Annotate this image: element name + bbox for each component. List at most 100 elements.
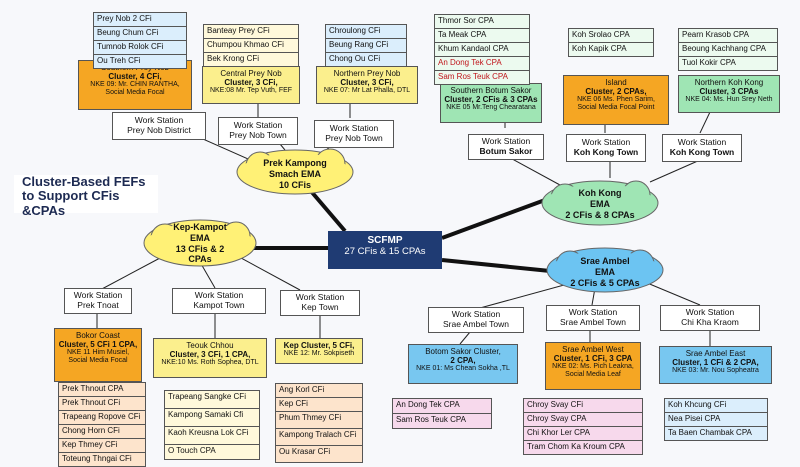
ws-label: Kampot Town xyxy=(193,300,245,310)
list-item: An Dong Tek CPA xyxy=(434,57,530,71)
cluster-name: Northern Koh Kong xyxy=(694,78,764,87)
list-item: Banteay Prey CFi xyxy=(203,24,299,39)
center-sub: 27 CFis & 15 CPAs xyxy=(344,246,426,257)
list-item: Prek Thnout CPA xyxy=(58,382,146,397)
cluster-northern-koh-kong: Northern Koh Kong Cluster, 3 CPAs NKE 04… xyxy=(678,75,780,113)
list-item: Kaoh Kreusna Lok CFi xyxy=(164,427,260,445)
cluster-count: Cluster, 5 CFi 1 CPA, xyxy=(58,340,138,350)
list-item: Chi Khor Ler CPA xyxy=(523,427,643,441)
ws-label: Work Station xyxy=(581,137,631,148)
list-item: Prey Nob 2 CFi xyxy=(93,12,187,27)
ws-label: Prey Nob Town xyxy=(325,133,383,143)
cloud-kep-kampot: Kep-Kampot EMA 13 CFis & 2 CPAs xyxy=(148,222,252,265)
list-item: Thmor Sor CPA xyxy=(434,14,530,29)
list-teouk-chhou: Trapeang Sangke CFi Kampong Samaki Cfi K… xyxy=(164,390,260,460)
list-item: Bek Krong CFi xyxy=(203,53,299,67)
work-station-prey-nob-town: Work Station Prey Nob Town xyxy=(314,120,394,148)
list-item: Chong Horn CFi xyxy=(58,425,146,439)
list-item: Trapeang Ropove CFi xyxy=(58,411,146,425)
ws-label: Prek Tnoat xyxy=(77,300,119,310)
work-station-botum-sakor: Work Station Botum Sakor xyxy=(468,134,544,160)
cloud-label: 13 CFis & 2 xyxy=(175,243,225,254)
cluster-southern-botum-sakor: Southern Botum Sakor Cluster, 2 CFis & 3… xyxy=(440,83,542,123)
list-item: O Touch CPA xyxy=(164,445,260,460)
cloud-label: EMA xyxy=(190,232,210,243)
cluster-nke: NKE 02: Ms. Pich Leakna, Social Media Le… xyxy=(552,363,634,379)
list-kep: Ang Korl CFi Kep CFi Phum Thmey CFi Kamp… xyxy=(275,383,363,463)
cluster-count: Cluster, 3 CPAs xyxy=(699,87,759,97)
list-item: Nea Pisei CPA xyxy=(664,413,768,427)
list-item: Koh Srolao CPA xyxy=(568,28,654,43)
cluster-count: Cluster, 3 CFi, xyxy=(340,78,394,88)
list-bokor-coast: Prek Thnout CPA Prek Thnout CFi Trapeang… xyxy=(58,382,146,467)
ws-label: Srae Ambel Town xyxy=(443,319,509,329)
ws-label: Work Station xyxy=(329,123,379,134)
cluster-srae-ambel-west: Srae Ambel West Cluster, 1 CFi, 3 CPA NK… xyxy=(545,342,641,390)
work-station-chi-kha-kraom: Work Station Chi Kha Kraom xyxy=(660,305,760,331)
cluster-srae-ambel-east: Srae Ambel East Cluster, 1 CFi & 2 CPA, … xyxy=(659,346,772,384)
ws-label: Prey Nob Town xyxy=(229,130,287,140)
ws-label: Work Station xyxy=(568,307,618,318)
work-station-kep-town: Work Station Kep Town xyxy=(280,290,360,316)
cloud-label: 10 CFis xyxy=(278,179,311,190)
cloud-label: Srae Ambel xyxy=(580,256,630,266)
cluster-botom-sakor: Botom Sakor Cluster, 2 CPA, NKE 01: Ms C… xyxy=(408,344,518,384)
list-northern-prey-nob: Chroulong CFi Beung Rang CFi Chong Ou CF… xyxy=(325,24,407,67)
list-item: Ang Korl CFi xyxy=(275,383,363,398)
diagram-title: Cluster-Based FEFs to Support CFis &CPAs xyxy=(14,174,158,217)
list-item: Khum Kandaol CPA xyxy=(434,43,530,57)
cluster-nke: NKE 04: Ms. Hun Srey Neth xyxy=(685,96,773,104)
list-item: Beoung Kachhang CPA xyxy=(678,43,778,57)
list-item: Ta Meak CPA xyxy=(434,29,530,43)
cluster-name: Botom Sakor Cluster, xyxy=(425,347,501,356)
list-item: Chumpou Khmao CFi xyxy=(203,39,299,53)
cluster-nke: NKE 05 Mr.Teng Chearatana xyxy=(446,104,536,112)
ws-label: Work Station xyxy=(295,292,345,303)
list-botom-sakor: An Dong Tek CPA Sam Ros Teuk CPA xyxy=(392,398,492,429)
work-station-srae-ambel-town: Work Station Srae Ambel Town xyxy=(428,307,524,333)
title-line: to Support CFis xyxy=(22,188,120,204)
list-item: Sam Ros Teuk CPA xyxy=(392,414,492,429)
list-item: Ou Krasar CFi xyxy=(275,446,363,463)
cluster-count: Cluster, 1 CFi, 3 CPA xyxy=(553,354,633,364)
list-northern-koh-kong: Pearn Krasob CPA Beoung Kachhang CPA Tuo… xyxy=(678,28,778,71)
list-item: Tumnob Rolok CFi xyxy=(93,41,187,55)
list-southern-botum-sakor: Thmor Sor CPA Ta Meak CPA Khum Kandaol C… xyxy=(434,14,530,85)
ws-label: Prey Nob District xyxy=(127,125,191,135)
cluster-count: 2 CPA, xyxy=(450,356,476,366)
list-item: Koh Kapik CPA xyxy=(568,43,654,57)
list-item: Kampong Samaki Cfi xyxy=(164,409,260,427)
cluster-kep: Kep Cluster, 5 CFi, NKE 12: Mr. Sokpiset… xyxy=(275,338,363,364)
list-item: Beung Rang CFi xyxy=(325,39,407,53)
cluster-nke: NKE 07: Mr Lat Phalla, DTL xyxy=(323,87,411,95)
work-station-prey-nob-district: Work Station Prey Nob District xyxy=(112,112,206,140)
cluster-island: Island Cluster, 2 CPAs, NKE 06 Ms. Phen … xyxy=(563,75,669,125)
cluster-count: Cluster, 2 CFis & 3 CPAs xyxy=(444,95,538,105)
list-item: Tuol Kokir CPA xyxy=(678,57,778,71)
list-island: Koh Srolao CPA Koh Kapik CPA xyxy=(568,28,654,57)
cloud-label: Koh Kong xyxy=(578,188,622,198)
work-station-srae-ambel-town: Work Station Srae Ambel Town xyxy=(546,305,640,331)
work-station-prey-nob-town: Work Station Prey Nob Town xyxy=(218,117,298,145)
ws-label: Work Station xyxy=(134,115,184,126)
cluster-count: Cluster, 3 CFi, xyxy=(224,78,278,88)
cluster-name: Kep Cluster, 5 CFi, xyxy=(283,341,355,350)
list-item: Kampong Tralach CFi xyxy=(275,429,363,446)
ws-label: Kep Town xyxy=(301,302,339,312)
list-southern-prey-nob: Prey Nob 2 CFi Beung Chum CFi Tumnob Rol… xyxy=(93,12,187,69)
cluster-nke: NKE 12: Mr. Sokpiseth xyxy=(283,350,355,358)
connector-lines xyxy=(96,90,711,346)
list-item: Phum Thmey CFi xyxy=(275,412,363,429)
list-item: Ta Baen Chambak CPA xyxy=(664,427,768,441)
list-central-prey-nob: Banteay Prey CFi Chumpou Khmao CFi Bek K… xyxy=(203,24,299,67)
ws-label: Work Station xyxy=(677,137,727,148)
cloud-label: EMA xyxy=(595,266,615,277)
cluster-bokor-coast: Bokor Coast Cluster, 5 CFi 1 CPA, NKE 11… xyxy=(54,328,142,382)
cluster-northern-prey-nob: Northern Prey Nob Cluster, 3 CFi, NKE 07… xyxy=(316,66,418,104)
work-station-koh-kong-town: Work Station Koh Kong Town xyxy=(566,134,646,162)
cloud-label: EMA xyxy=(590,198,610,209)
cluster-name: Srae Ambel West xyxy=(562,345,624,354)
ws-label: Chi Kha Kraom xyxy=(681,317,739,327)
cluster-name: Northern Prey Nob xyxy=(333,69,401,78)
list-item: An Dong Tek CPA xyxy=(392,398,492,414)
